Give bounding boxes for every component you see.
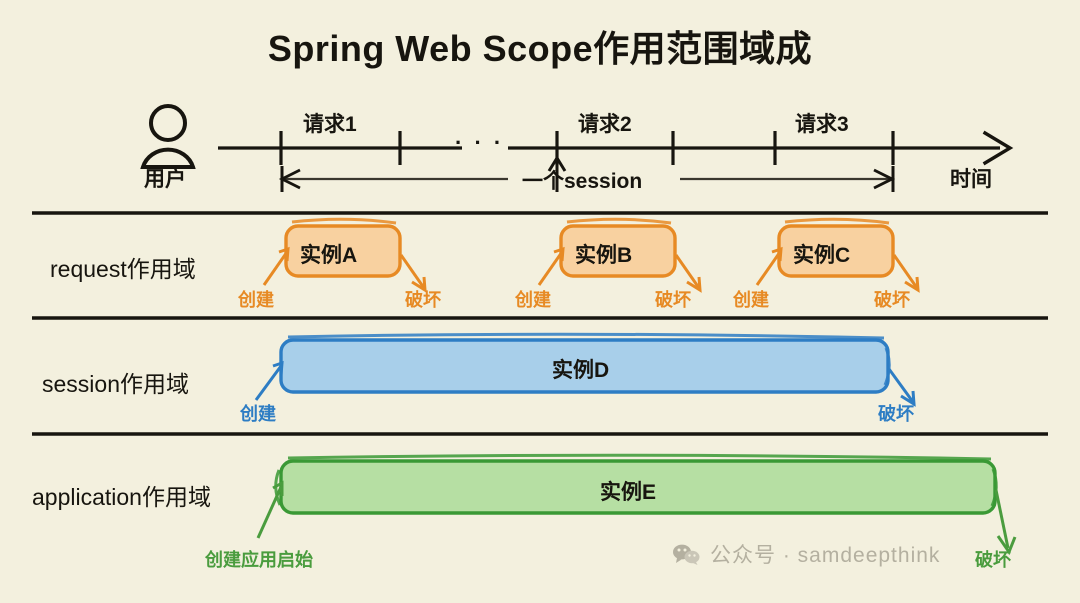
request-scope-box-b [559,217,677,278]
instance-e-label: 实例E [600,481,657,504]
instance-e-create-label: 创建应用启始 [205,550,313,570]
user-person-icon [140,104,196,169]
row-label-application: application作用域 [32,484,211,510]
instance-c-create-label: 创建 [733,290,769,310]
request-2-label: 请求2 [578,113,632,136]
request-1-label: 请求1 [303,113,357,136]
instance-b-destroy-label: 破坏 [655,290,691,310]
session-span-bracket [278,166,896,192]
request-b-create-arrow [537,246,565,286]
request-c-create-arrow [755,246,783,286]
row-dividers [32,211,1048,436]
row-label-session: session作用域 [42,371,189,397]
watermark-text: 公众号 · samdeepthink [710,544,941,567]
session-destroy-arrow [887,368,916,407]
application-destroy-arrow [994,489,1017,556]
request-a-create-arrow [262,246,290,286]
application-create-arrow [256,480,284,539]
axis-ellipsis: · · · [455,130,505,155]
instance-a-create-label: 创建 [238,290,274,310]
session-span-up-arrow [547,155,567,192]
session-create-arrow [254,360,284,401]
request-b-destroy-arrow [674,254,702,293]
instance-c-destroy-label: 破坏 [874,290,910,310]
instance-d-destroy-label: 破坏 [878,404,914,424]
instance-b-create-label: 创建 [515,290,551,310]
instance-d-create-label: 创建 [240,404,276,424]
instance-d-label: 实例D [552,359,610,382]
time-axis-label: 时间 [950,168,992,191]
request-c-destroy-arrow [892,254,920,293]
instance-e-destroy-label: 破坏 [975,550,1011,570]
request-a-destroy-arrow [399,254,427,293]
instance-a-label: 实例A [300,244,358,267]
user-label: 用户 [144,168,186,191]
instance-b-label: 实例B [575,244,633,267]
request-3-label: 请求3 [795,113,849,136]
time-axis [218,130,1014,166]
wechat-icon [673,544,700,565]
page-title: Spring Web Scope作用范围域成 [267,28,813,69]
instance-c-label: 实例C [793,244,851,267]
session-span-label: 一个session [522,170,643,193]
instance-a-destroy-label: 破坏 [405,290,441,310]
row-label-request: request作用域 [50,256,196,282]
